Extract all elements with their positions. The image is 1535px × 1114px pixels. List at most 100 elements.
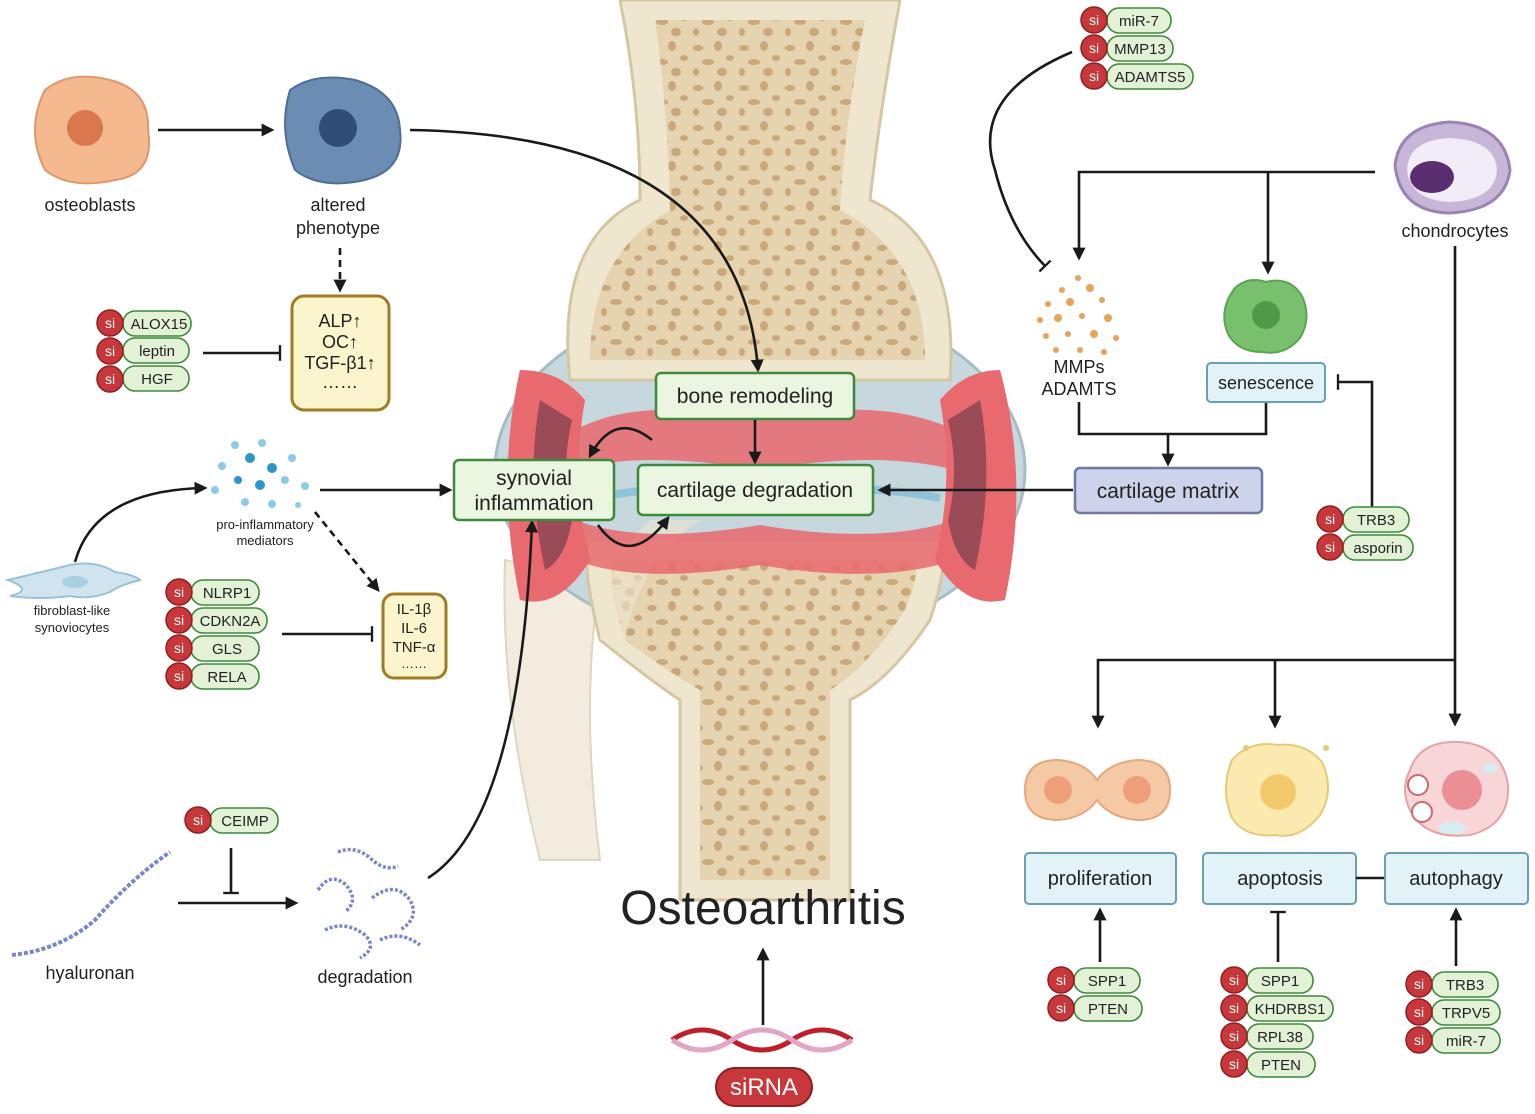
fibroblast-icon — [4, 562, 142, 599]
altered-to-bone-remodeling-arrow — [409, 128, 764, 373]
svg-text:si: si — [1089, 40, 1099, 56]
svg-text:RELA: RELA — [207, 669, 246, 686]
fls-label-1: fibroblast-like — [34, 603, 111, 618]
pro-inflammatory-label-1: pro-inflammatory — [216, 517, 314, 532]
svg-text:si: si — [1414, 976, 1424, 992]
autophagic-cell-icon — [1404, 740, 1510, 837]
sirna-label: siRNA — [730, 1074, 798, 1101]
synovial-label-1: synovial — [496, 467, 572, 490]
svg-text:si: si — [1089, 68, 1099, 84]
apoptosis-label: apoptosis — [1237, 868, 1323, 890]
degradation-label: degradation — [317, 967, 412, 987]
svg-text:si: si — [105, 371, 115, 387]
svg-text:NLRP1: NLRP1 — [203, 585, 251, 602]
sirna-target-asporin: si asporin — [1316, 533, 1414, 561]
osteoblast-cell-icon — [34, 75, 150, 185]
chondrocytes-label: chondrocytes — [1401, 221, 1508, 241]
mmp-inhibition-bar — [988, 50, 1073, 273]
svg-text:si: si — [105, 343, 115, 359]
hyaluronan-label: hyaluronan — [45, 963, 134, 983]
marker-il1b: IL-1β — [397, 601, 432, 618]
bone-remodeling-label: bone remodeling — [677, 385, 833, 408]
knee-joint-icon — [493, 0, 1027, 902]
senescent-cell-icon — [1223, 279, 1308, 354]
sirna-target-khdrbs1: si KHDRBS1 — [1220, 994, 1334, 1022]
fls-to-mediators-arrow — [73, 481, 208, 563]
svg-text:TRPV5: TRPV5 — [1442, 1005, 1490, 1022]
sirna-target-spp1-apop: si SPP1 — [1220, 966, 1314, 994]
svg-text:si: si — [1229, 1000, 1239, 1016]
svg-text:PTEN: PTEN — [1088, 1001, 1128, 1018]
proliferation-sirna-targets: si SPP1 si PTEN — [1047, 966, 1143, 1022]
svg-text:GLS: GLS — [212, 641, 242, 658]
proliferation-label: proliferation — [1048, 868, 1153, 890]
sirna-target-cdkn2a: si CDKN2A — [165, 606, 268, 634]
svg-text:si: si — [1089, 12, 1099, 28]
loop-to-cartilage-arrow — [596, 515, 670, 548]
svg-text:TRB3: TRB3 — [1357, 512, 1395, 529]
apoptotic-cell-icon — [1225, 743, 1329, 837]
pro-inflammatory-label-2: mediators — [236, 533, 294, 548]
inflammatory-markers-box: IL-1β IL-6 TNF-α …… — [381, 592, 448, 680]
degradation-fragments-icon — [316, 847, 422, 960]
svg-text:KHDRBS1: KHDRBS1 — [1255, 1001, 1326, 1018]
svg-text:si: si — [193, 812, 203, 828]
svg-text:ADAMTS5: ADAMTS5 — [1115, 69, 1186, 86]
svg-text:asporin: asporin — [1353, 540, 1402, 557]
sirna-target-adamts5: si ADAMTS5 — [1080, 62, 1194, 90]
sirna-target-nlrp1: si NLRP1 — [165, 578, 260, 606]
synovial-inflammation-box — [452, 458, 616, 522]
loop-to-synovial-arrow — [588, 426, 653, 459]
svg-text:MMP13: MMP13 — [1114, 41, 1166, 58]
chondrocyte-icon — [1393, 120, 1512, 215]
sirna-target-mir7-auto: si miR-7 — [1405, 1026, 1501, 1054]
sirna-badge — [715, 1067, 813, 1107]
marker-tnfa: TNF-α — [393, 639, 436, 656]
autophagy-box — [1384, 852, 1529, 905]
mmps-label: MMPs — [1054, 357, 1105, 377]
marker-alp: ALP↑ — [318, 311, 361, 331]
senescence-label: senescence — [1218, 373, 1314, 393]
svg-text:leptin: leptin — [139, 343, 175, 360]
sirna-target-pten-apop: si PTEN — [1220, 1050, 1316, 1078]
mediators-to-cytokines-arrow — [313, 511, 380, 593]
svg-text:CEIMP: CEIMP — [221, 813, 269, 830]
mmp-sirna-targets: si miR-7 si MMP13 si ADAMTS5 — [1080, 6, 1194, 90]
svg-text:si: si — [1229, 1056, 1239, 1072]
sirna-target-mir7: si miR-7 — [1080, 6, 1172, 34]
mmp-dots-icon — [1037, 275, 1119, 355]
svg-text:RPL38: RPL38 — [1257, 1029, 1303, 1046]
sirna-target-hgf: si HGF — [96, 365, 190, 393]
osteoblast-sirna-targets: si ALOX15 si leptin si HGF — [96, 309, 192, 393]
svg-text:SPP1: SPP1 — [1261, 973, 1299, 990]
mmps-to-matrix-line — [1077, 402, 1168, 436]
chondro-to-proliferation-arrow — [1091, 658, 1455, 729]
senescence-sirna-targets: si TRB3 si asporin — [1316, 505, 1414, 561]
sirna-target-mmp13: si MMP13 — [1080, 34, 1174, 62]
dividing-cell-icon — [1023, 758, 1172, 822]
svg-text:miR-7: miR-7 — [1446, 1033, 1486, 1050]
sirna-target-rpl38: si RPL38 — [1220, 1022, 1314, 1050]
svg-text:si: si — [174, 612, 184, 628]
svg-text:si: si — [1414, 1004, 1424, 1020]
degradation-to-synovial-arrow — [427, 519, 539, 880]
svg-text:si: si — [1056, 1000, 1066, 1016]
bone-markers-box: ALP↑ OC↑ TGF-β1↑ …… — [290, 294, 391, 412]
sirna-target-trb3-auto: si TRB3 — [1405, 970, 1499, 998]
mediator-dots-icon — [211, 439, 309, 508]
marker-more-2: …… — [401, 656, 427, 671]
svg-text:PTEN: PTEN — [1261, 1057, 1301, 1074]
svg-text:SPP1: SPP1 — [1088, 973, 1126, 990]
sirna-target-spp1-prolif: si SPP1 — [1047, 966, 1141, 994]
senescence-box — [1206, 362, 1326, 403]
altered-cell-icon — [284, 76, 402, 185]
svg-text:TRB3: TRB3 — [1446, 977, 1484, 994]
svg-text:si: si — [1056, 972, 1066, 988]
hyaluronan-chain-icon — [11, 850, 172, 957]
marker-tgf: TGF-β1↑ — [304, 353, 375, 373]
svg-text:si: si — [174, 584, 184, 600]
sirna-target-leptin: si leptin — [96, 337, 190, 365]
osteoblasts-label: osteoblasts — [44, 195, 135, 215]
sirna-helix-icon — [670, 1027, 854, 1053]
fls-label-2: synoviocytes — [35, 620, 110, 635]
